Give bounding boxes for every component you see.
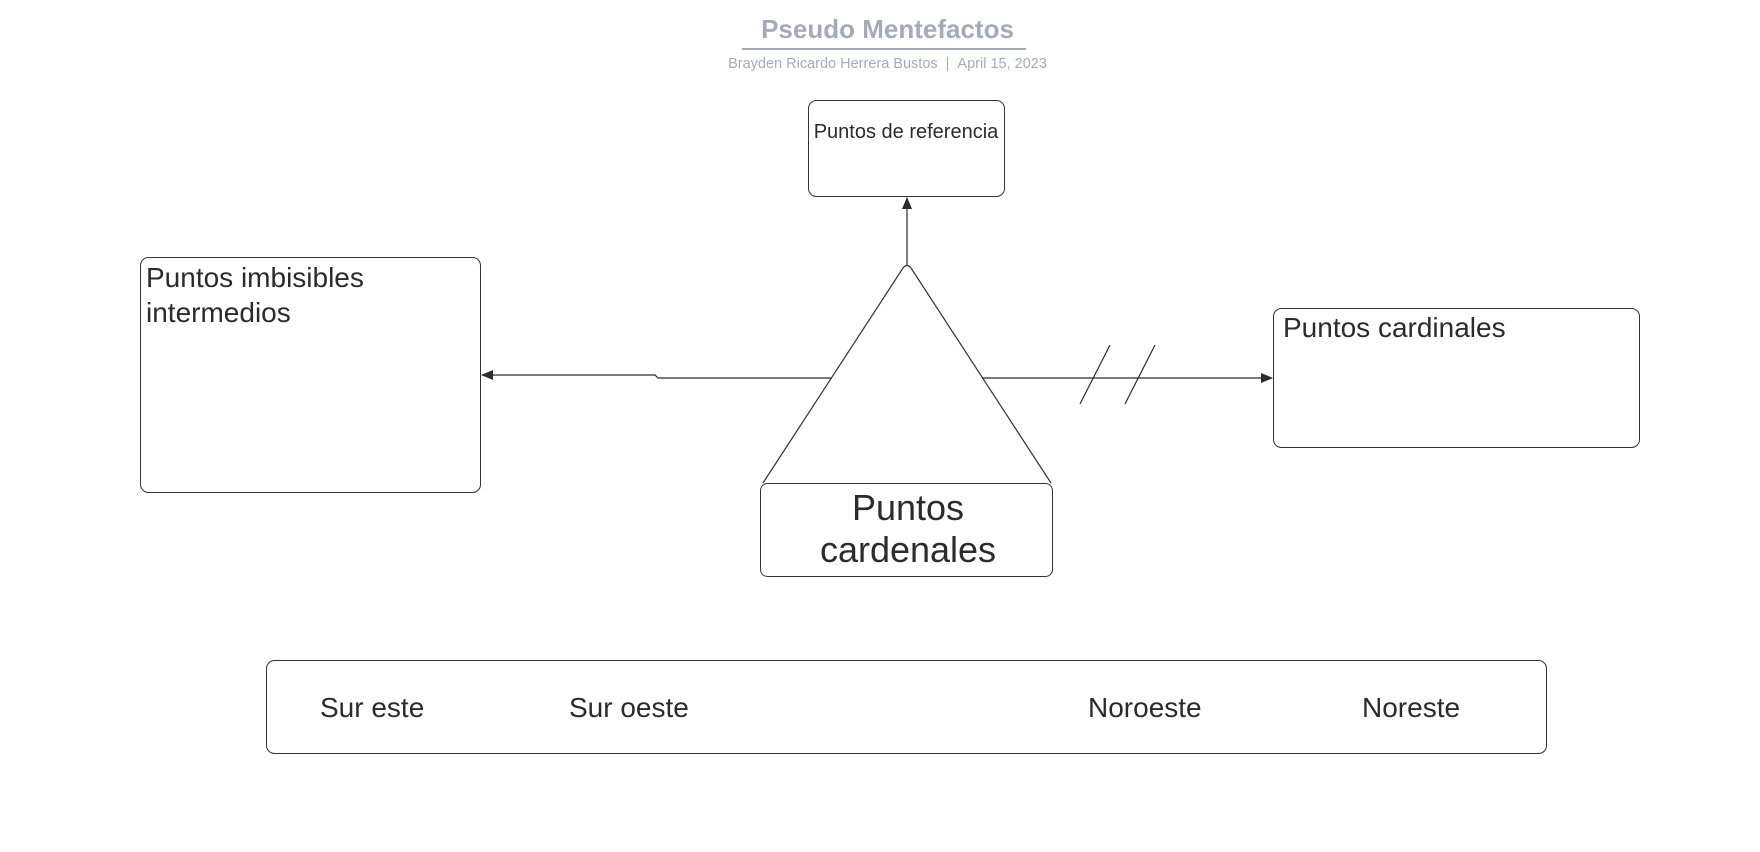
exclusion-slash-2 xyxy=(1124,344,1156,405)
right-box-shape[interactable] xyxy=(1273,308,1640,448)
author-name: Brayden Ricardo Herrera Bustos xyxy=(728,56,938,72)
title-underline xyxy=(742,48,1026,50)
left-box-shape[interactable] xyxy=(140,257,481,493)
diagram-title: Pseudo Mentefactos xyxy=(761,14,1014,44)
bottom-item-noroeste: Noroeste xyxy=(1088,692,1202,723)
right-box-label: Puntos cardinales xyxy=(1283,312,1506,343)
exclusion-slash-1 xyxy=(1079,344,1111,405)
diagram-date: April 15, 2023 xyxy=(957,56,1047,72)
bottom-item-sur-oeste: Sur oeste xyxy=(569,692,689,723)
center-box-shape[interactable] xyxy=(760,483,1053,577)
diagram-subtitle: Brayden Ricardo Herrera Bustos | April 15,… xyxy=(0,56,1760,72)
top-box-shape[interactable] xyxy=(808,100,1005,197)
center-box-label: Puntos cardenales xyxy=(819,487,997,570)
bottom-item-sur-este: Sur este xyxy=(320,692,425,723)
left-box-label: Puntos imbisibles intermedios xyxy=(146,262,364,328)
bottom-box-shape[interactable] xyxy=(266,660,1547,754)
subtitle-separator: | xyxy=(945,56,950,72)
bottom-item-noreste: Noreste xyxy=(1362,692,1461,723)
central-triangle-shape[interactable] xyxy=(762,264,1052,484)
connector-to-left-box[interactable] xyxy=(481,370,832,380)
top-box-label: Puntos de referencia xyxy=(813,121,999,143)
